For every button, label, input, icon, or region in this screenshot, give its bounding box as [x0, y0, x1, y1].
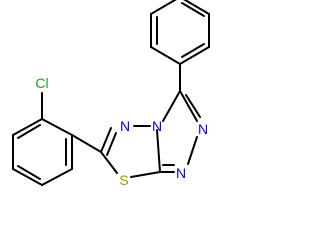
bond [17, 165, 41, 180]
bond [100, 127, 112, 153]
bond [183, 0, 210, 15]
bond [150, 0, 177, 15]
bond [150, 46, 181, 65]
structure-canvas: Cl S N N N N [12, 0, 210, 188]
thiadiazole-nitrogen-label: N [120, 118, 130, 134]
sulfur-atom-label: S [119, 172, 128, 188]
triazole-nitrogen-label: N [198, 121, 208, 137]
bridgehead-nitrogen-label: N [152, 118, 162, 134]
bond [162, 90, 181, 122]
molecule-structure: Cl S N N N N [12, 0, 210, 188]
bond [181, 2, 205, 17]
bond [12, 168, 43, 186]
bond [41, 118, 73, 136]
bond [179, 90, 198, 122]
bond [17, 124, 41, 139]
bond [130, 171, 161, 178]
atom-labels: Cl S N N N N [35, 75, 208, 188]
bond [41, 168, 73, 186]
bond [185, 94, 201, 118]
chlorine-atom-label: Cl [35, 75, 48, 91]
bond [179, 46, 210, 65]
bond [100, 151, 118, 174]
bond [181, 43, 205, 58]
bond [71, 134, 102, 153]
bond [106, 132, 117, 156]
bonds [12, 0, 210, 186]
bond [156, 129, 161, 173]
bond [12, 118, 43, 136]
triazole-nitrogen-label: N [176, 165, 186, 181]
bond [187, 136, 198, 165]
